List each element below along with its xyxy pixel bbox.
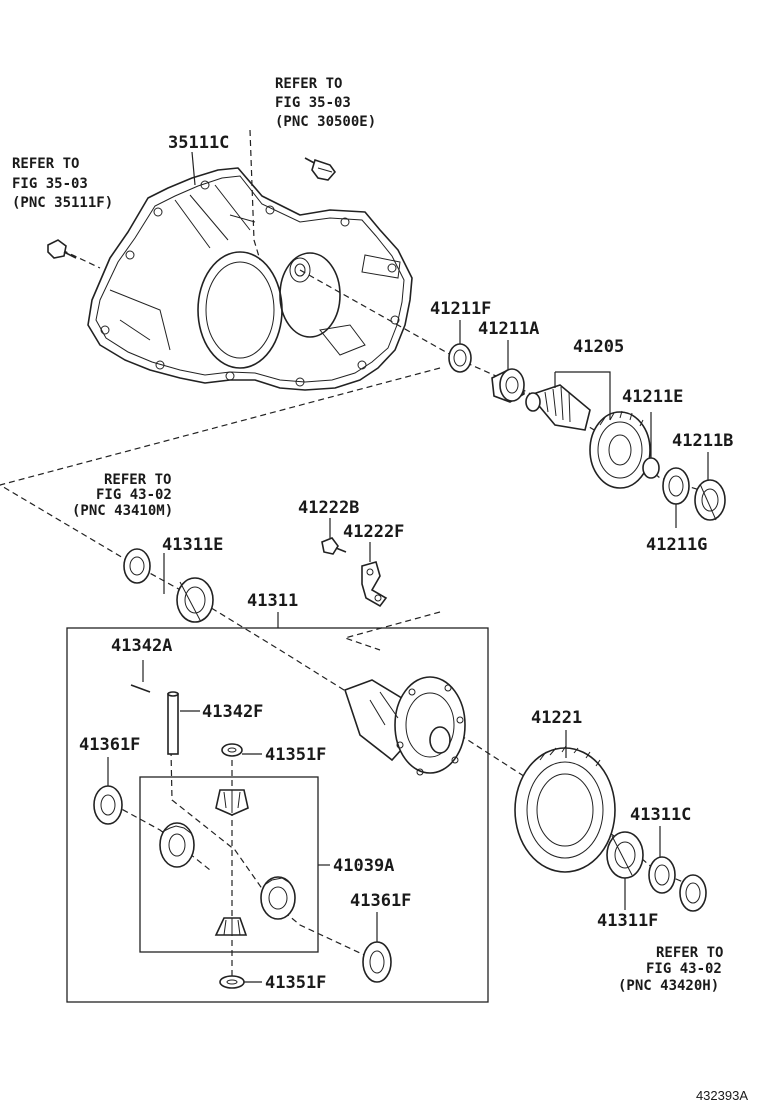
shim-icon — [123, 548, 151, 584]
part-label: 41361F — [79, 735, 140, 755]
bearing-icon — [694, 479, 726, 521]
part-label: 41351F — [265, 973, 326, 993]
part-label: 41211E — [622, 387, 683, 407]
gear-icon — [159, 822, 195, 868]
part-label: 41221 — [531, 708, 582, 728]
part-label: 41205 — [573, 337, 624, 357]
shim-icon — [662, 467, 690, 505]
shim-icon — [679, 874, 707, 912]
bearing-icon — [606, 831, 644, 879]
ref-line: (PNC 43410M) — [72, 503, 173, 519]
bolt-icon — [47, 239, 77, 259]
part-label: 41211G — [646, 535, 707, 555]
ref-line: (PNC 30500E) — [275, 114, 376, 130]
part-label: 41311C — [630, 805, 691, 825]
part-label: 35111C — [168, 133, 229, 153]
ref-line: FIG 43-02 — [646, 961, 722, 977]
part-label: 41342F — [202, 702, 263, 722]
ref-line: REFER TO — [12, 156, 79, 172]
ref-line: (PNC 35111F) — [12, 195, 113, 211]
ref-line: REFER TO — [656, 945, 723, 961]
ref-note-left: REFER TO FIG 35-03 (PNC 35111F) — [12, 156, 113, 211]
part-label: 41361F — [350, 891, 411, 911]
leader-lines — [107, 151, 709, 983]
shim-icon — [642, 457, 660, 479]
bearing-icon — [176, 577, 214, 623]
part-labels: 35111C 41211F 41211A 41205 41211E 41211B… — [79, 133, 733, 993]
lock-plate-icon — [361, 561, 388, 608]
shaft-icon — [167, 691, 179, 755]
part-label: 41342A — [111, 636, 172, 656]
differential-case-icon — [343, 676, 466, 776]
part-label: 41211A — [478, 319, 539, 339]
bolt-icon — [304, 157, 337, 181]
part-label: 41222B — [298, 498, 359, 518]
washer-icon — [221, 743, 243, 757]
pin-icon — [130, 684, 151, 693]
part-label: 41222F — [343, 522, 404, 542]
transaxle-case-icon — [87, 167, 413, 391]
part-label: 41211F — [430, 299, 491, 319]
ring-gear-icon — [514, 745, 616, 873]
part-label: 41211B — [672, 431, 733, 451]
ref-line: FIG 43-02 — [96, 487, 172, 503]
shim-icon — [448, 343, 472, 373]
bearing-icon — [491, 368, 525, 403]
figure-id: 432393A — [696, 1088, 748, 1103]
ref-note-top: REFER TO FIG 35-03 (PNC 30500E) — [275, 76, 376, 130]
gear-icon — [215, 789, 249, 816]
shim-icon — [362, 941, 392, 983]
ref-line: FIG 35-03 — [12, 176, 88, 192]
part-label: 41311E — [162, 535, 223, 555]
ref-line: FIG 35-03 — [275, 95, 351, 111]
ref-line: REFER TO — [104, 472, 171, 488]
ref-note-mid: REFER TO FIG 43-02 (PNC 43410M) — [72, 472, 173, 519]
part-label: 41311 — [247, 591, 298, 611]
washer-icon — [219, 975, 245, 989]
shim-icon — [648, 856, 676, 894]
part-label: 41039A — [333, 856, 394, 876]
ref-note-bottom: REFER TO FIG 43-02 (PNC 43420H) — [618, 945, 723, 994]
ref-line: (PNC 43420H) — [618, 978, 719, 994]
bolt-icon — [321, 537, 347, 555]
gear-icon — [214, 917, 248, 936]
gear-icon — [260, 876, 296, 920]
shim-icon — [93, 785, 123, 825]
gear-icon — [525, 384, 651, 489]
part-label: 41351F — [265, 745, 326, 765]
ref-line: REFER TO — [275, 76, 342, 92]
part-label: 41311F — [597, 911, 658, 931]
